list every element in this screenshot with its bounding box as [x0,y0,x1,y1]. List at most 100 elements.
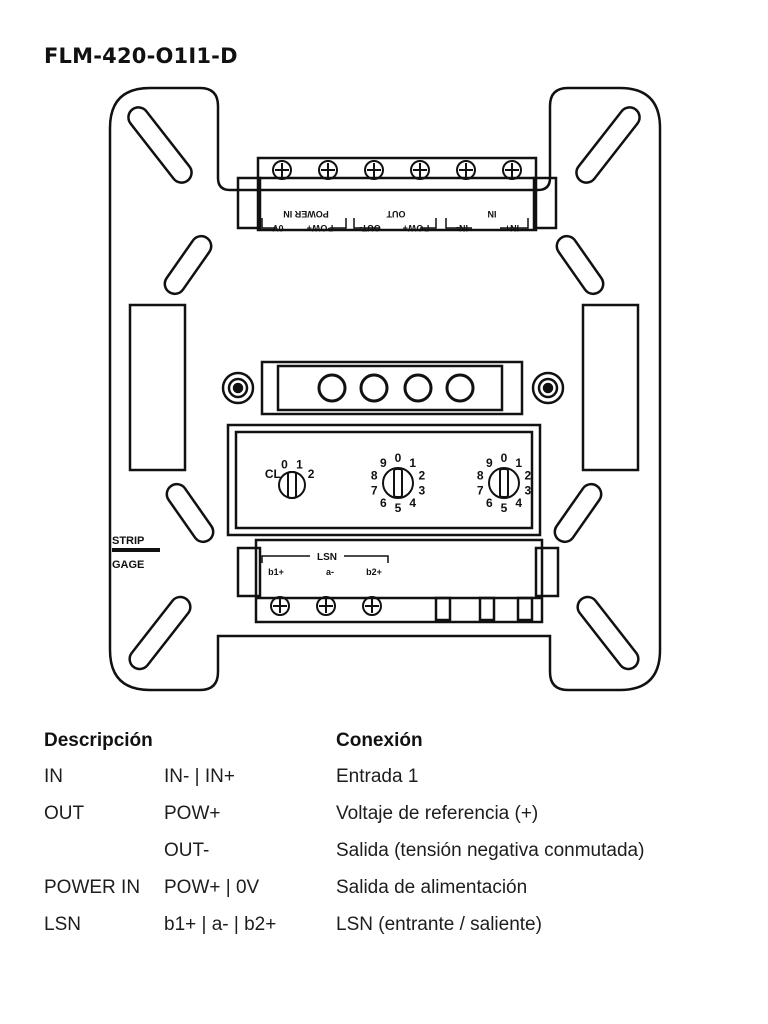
slot-ml [163,234,213,296]
cell-terminal: OUT- [164,840,210,861]
led-window [260,360,524,416]
label-in: IN [488,209,497,219]
top-screws [272,160,522,180]
slot-br2 [576,595,640,671]
terminal-out-minus: OUT- [359,223,381,233]
dial1-digit: 2 [308,467,315,481]
led-4 [445,373,475,403]
table-row: POWER IN POW+ | 0V Salida de alimentació… [44,877,724,914]
cell-connection: Salida de alimentación [336,877,528,898]
cell-desc: OUT [44,803,85,824]
header-descripcion: Descripción [44,730,153,751]
cell-desc: IN [44,766,63,787]
header-conexion: Conexión [336,730,423,751]
dial1-digit: 1 [296,457,303,471]
label-strip: STRIP [112,535,144,547]
cell-terminal: IN- | IN+ [164,766,235,787]
terminal-0v: 0V [272,223,283,233]
label-power-in: POWER IN [283,209,329,219]
terminal-a-minus: a- [326,567,334,577]
cell-connection: LSN (entrante / saliente) [336,914,542,935]
terminal-in-plus: IN+ [505,223,519,233]
dial3-digit: 7 [477,484,484,498]
terminal-pow-plus-2: POW+ [403,223,430,233]
dial3-digit: 3 [524,484,531,498]
led-1 [317,373,347,403]
cell-terminal: POW+ | 0V [164,877,260,898]
mount-hole-left [221,371,255,405]
dial3-digit: 6 [486,496,493,510]
dial1-digit: CL [265,467,281,481]
rotary-switch-tens [382,467,414,499]
dial3-digit: 2 [524,468,531,482]
bottom-screws [270,596,382,616]
dial2-digit: 4 [409,496,416,510]
module-diagram: OUT POWER IN IN 0V POW+ OUT- POW+ IN- IN… [108,86,662,692]
cell-connection: Voltaje de referencia (+) [336,803,539,824]
cell-connection: Entrada 1 [336,766,419,787]
dial2-digit: 0 [395,451,402,465]
slot-bl2 [128,595,192,671]
cell-terminal: POW+ [164,803,221,824]
terminal-b1-plus: b1+ [268,567,284,577]
led-2 [359,373,389,403]
label-lsn: LSN [317,552,337,563]
dial3-digit: 8 [477,468,484,482]
side-panel-left [128,303,187,472]
rotary-switch-cl [278,471,306,499]
dial3-digit: 9 [486,456,493,470]
slot-tr [575,106,641,184]
bottom-screw-2 [316,596,336,616]
top-screw-3 [364,160,384,180]
bottom-clip-right [534,546,560,598]
cell-terminal: b1+ | a- | b2+ [164,914,277,935]
switch-panel [226,423,542,537]
terminal-pow-plus-1: POW+ [307,223,334,233]
bottom-screw-3 [362,596,382,616]
dial2-digit: 8 [371,468,378,482]
table-row: OUT- Salida (tensión negativa conmutada) [44,840,724,877]
table-row: IN IN- | IN+ Entrada 1 [44,766,724,803]
top-screw-5 [456,160,476,180]
terminal-b2-plus: b2+ [366,567,382,577]
dial3-digit: 0 [501,451,508,465]
connection-table: Descripción Conexión IN IN- | IN+ Entrad… [44,730,724,951]
bottom-clip-left [236,546,262,598]
led-3 [403,373,433,403]
module-outline [108,86,662,692]
dial2-digit: 3 [418,484,425,498]
page-title: FLM-420-O1I1-D [44,44,238,68]
top-screw-4 [410,160,430,180]
cell-desc: LSN [44,914,81,935]
dial1-digit: 0 [281,457,288,471]
dial2-digit: 7 [371,484,378,498]
label-gage: GAGE [112,559,144,571]
cell-connection: Salida (tensión negativa conmutada) [336,840,645,861]
slot-tl [127,106,193,184]
slot-bl1 [165,482,215,544]
dial2-digit: 1 [409,456,416,470]
module-drawing: OUT POWER IN IN 0V POW+ OUT- POW+ IN- IN… [108,86,662,692]
label-out: OUT [386,209,406,219]
side-panel-right [581,303,640,472]
top-screw-1 [272,160,292,180]
bottom-terminal-block [254,538,544,624]
top-clip-right [532,176,558,230]
table-header: Descripción Conexión [44,730,724,766]
dial3-digit: 5 [501,501,508,515]
cell-desc: POWER IN [44,877,141,898]
dial2-digit: 9 [380,456,387,470]
terminal-in-minus: IN- [456,223,468,233]
rotary-switch-units [488,467,520,499]
table-row: LSN b1+ | a- | b2+ LSN (entrante / salie… [44,914,724,951]
top-screw-2 [318,160,338,180]
bottom-screw-1 [270,596,290,616]
slot-mr [555,234,605,296]
dial3-digit: 4 [515,496,522,510]
dial2-digit: 5 [395,501,402,515]
slot-br1 [553,482,603,544]
top-terminal-block [256,156,538,232]
top-screw-6 [502,160,522,180]
dial2-digit: 6 [380,496,387,510]
